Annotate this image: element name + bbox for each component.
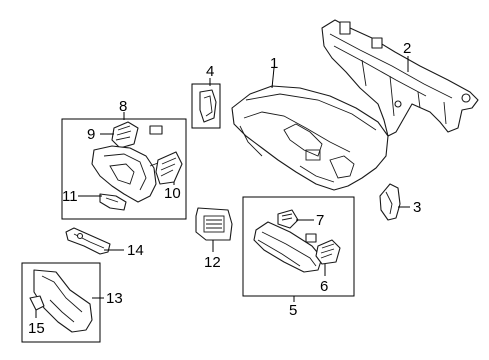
callout-2: 2 xyxy=(403,40,411,57)
callout-6: 6 xyxy=(320,278,328,295)
callout-11: 11 xyxy=(62,188,78,205)
callout-3: 3 xyxy=(413,199,421,216)
callout-4: 4 xyxy=(206,63,214,80)
clip-15 xyxy=(29,295,45,311)
frame-part-4 xyxy=(191,83,221,129)
callout-12: 12 xyxy=(204,254,221,271)
frame-group-5 xyxy=(242,196,355,297)
clip-small xyxy=(149,125,163,135)
leader-1 xyxy=(271,67,275,89)
cross-member-beam xyxy=(321,19,479,137)
callout-5: 5 xyxy=(289,302,297,319)
glove-box xyxy=(253,221,323,273)
callout-14: 14 xyxy=(127,242,144,259)
lower-bracket-14 xyxy=(65,227,111,255)
callout-15: 15 xyxy=(28,320,45,337)
center-fascia-12 xyxy=(195,207,233,241)
bracket-7 xyxy=(277,209,317,243)
callout-1: 1 xyxy=(270,55,278,72)
side-cover-trim xyxy=(379,183,401,221)
trim-piece-4 xyxy=(199,89,217,123)
callout-9: 9 xyxy=(87,126,95,143)
callout-13: 13 xyxy=(106,290,123,307)
air-vent-9 xyxy=(111,121,139,149)
frame-group-13 xyxy=(21,262,101,343)
crash-pad-panel xyxy=(231,85,389,191)
air-vent-6 xyxy=(315,239,341,265)
callout-8: 8 xyxy=(119,98,127,115)
callout-10: 10 xyxy=(164,185,181,202)
lower-trim-11 xyxy=(99,193,127,211)
callout-7: 7 xyxy=(316,212,324,229)
air-vent-10 xyxy=(155,151,183,185)
cluster-fascia-panel xyxy=(91,145,169,203)
